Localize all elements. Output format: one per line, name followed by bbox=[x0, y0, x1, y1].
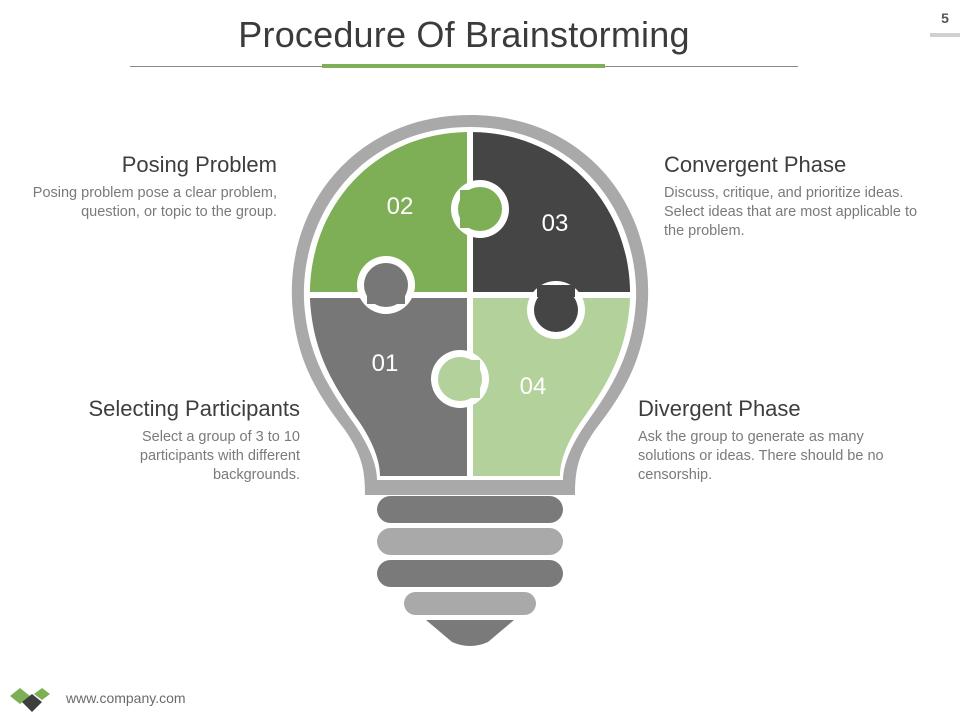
step-selecting-participants: Selecting Participants Select a group of… bbox=[20, 396, 300, 485]
step-heading: Selecting Participants bbox=[88, 396, 300, 421]
bulb-base-ring-3 bbox=[377, 560, 563, 587]
company-logo-icon bbox=[10, 688, 50, 712]
step-posing-problem: Posing Problem Posing problem pose a cle… bbox=[20, 152, 277, 222]
bulb-base-ring-2 bbox=[377, 528, 563, 555]
step-number-03: 03 bbox=[542, 210, 569, 237]
step-description: Select a group of 3 to 10 participants w… bbox=[139, 429, 300, 483]
title-accent-bar bbox=[322, 64, 605, 68]
step-number-02: 02 bbox=[387, 193, 414, 220]
step-heading: Convergent Phase bbox=[664, 152, 847, 177]
step-convergent-phase: Convergent Phase Discuss, critique, and … bbox=[664, 152, 934, 241]
slide-title: Procedure Of Brainstorming bbox=[238, 14, 690, 55]
step-description: Discuss, critique, and prioritize ideas.… bbox=[664, 185, 918, 239]
page-number-underline bbox=[930, 33, 960, 37]
step-description: Ask the group to generate as many soluti… bbox=[638, 429, 884, 483]
bulb-base-ring-4 bbox=[404, 592, 536, 615]
page-number: 5 bbox=[941, 10, 949, 26]
step-divergent-phase: Divergent Phase Ask the group to generat… bbox=[638, 396, 938, 485]
bulb-tip bbox=[426, 620, 514, 646]
step-heading: Posing Problem bbox=[121, 152, 277, 177]
step-description: Posing problem pose a clear problem, que… bbox=[32, 185, 277, 220]
step-number-01: 01 bbox=[372, 350, 399, 377]
footer-url: www.company.com bbox=[66, 690, 186, 706]
step-heading: Divergent Phase bbox=[638, 396, 801, 421]
step-number-04: 04 bbox=[520, 373, 547, 400]
bulb-base-ring-1 bbox=[377, 496, 563, 523]
